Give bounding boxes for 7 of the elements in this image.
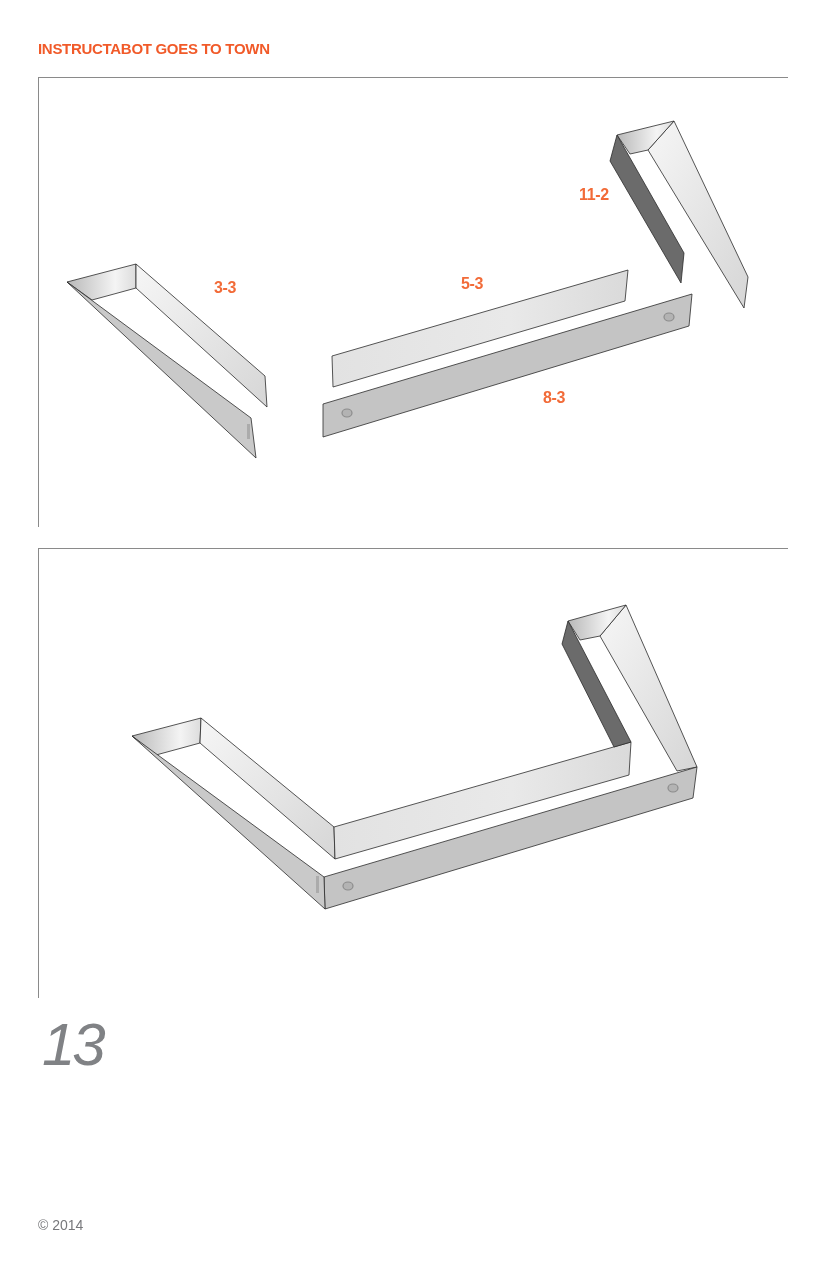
- part-number: 5-3: [460, 275, 484, 293]
- page-title: INSTRUCTABOT GOES TO TOWN: [38, 39, 270, 59]
- part-number: 8-3: [542, 389, 566, 407]
- page-number: 13: [42, 1014, 103, 1076]
- copyright-notice: © 2014: [38, 1217, 84, 1233]
- part-number: 11-2: [579, 186, 609, 204]
- part-number: 3-3: [213, 279, 237, 297]
